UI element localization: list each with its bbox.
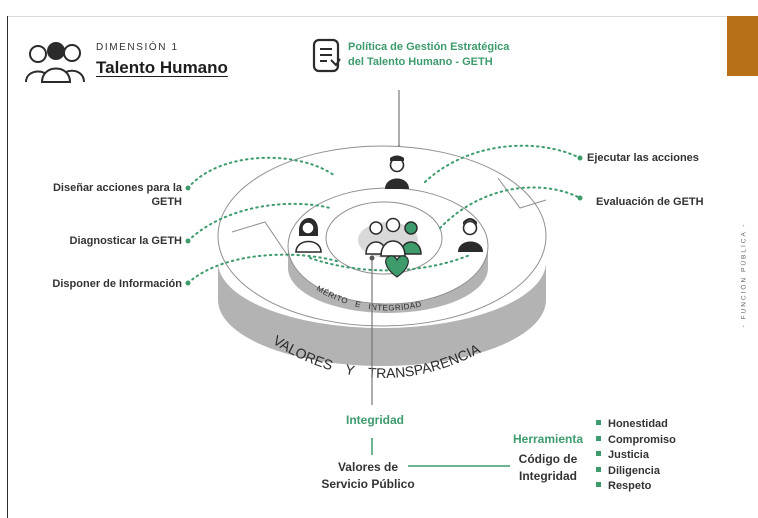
dotted-path-inform (187, 253, 341, 284)
outer-disc-side (218, 262, 546, 366)
integridad-label: Integridad (346, 413, 405, 427)
label-evaluate: Evaluación de GETH (596, 196, 704, 208)
value-item-label: Honestidad (608, 418, 668, 430)
dotted-path-diagnose (187, 202, 331, 242)
person-man-icon (458, 218, 483, 252)
label-execute: Ejecutar las acciones (587, 152, 699, 164)
dimension-title: Talento Humano (96, 58, 228, 77)
label-diagnose: Diagnosticar la GETH (69, 235, 182, 247)
value-item-label: Respeto (608, 480, 652, 492)
person-woman-icon (295, 217, 322, 253)
codigo-label: Código de Integridad (515, 451, 581, 485)
value-item: Compromiso (596, 433, 676, 449)
label-inform: Disponer de Información (52, 278, 182, 290)
dimension-label: DIMENSIÓN 1 (96, 42, 179, 53)
value-item: Honestidad (596, 417, 676, 433)
heart-icon (385, 255, 409, 278)
value-item: Respeto (596, 479, 676, 495)
valores-label: Valores de Servicio Público (318, 459, 418, 493)
person-cap-icon (385, 155, 409, 189)
codigo-line-2: Integridad (518, 469, 577, 483)
policy-line-2: del Talento Humano - GETH (348, 56, 493, 68)
codigo-line-1: Código de (518, 452, 578, 466)
label-design-line-2: GETH (151, 196, 182, 208)
frame-top-border (7, 16, 727, 17)
accent-tab (727, 16, 758, 76)
dotted-path-design (187, 156, 336, 189)
value-item: Diligencia (596, 464, 676, 480)
outer-disc-notch (231, 177, 547, 263)
value-item-label: Justicia (608, 449, 649, 461)
dotted-path-evaluate (439, 186, 581, 229)
dotted-path-execute (424, 144, 581, 183)
document-list-icon (312, 38, 341, 73)
frame-left-border (7, 16, 8, 518)
values-list: Honestidad Compromiso Justicia Diligenci… (596, 417, 676, 495)
policy-title: Política de Gestión Estratégica del Tale… (348, 40, 509, 70)
label-design-actions: Diseñar acciones para la GETH (40, 181, 182, 209)
value-item: Justicia (596, 448, 676, 464)
valores-line-1: Valores de (337, 460, 399, 474)
square-bullet-icon (596, 482, 601, 487)
square-bullet-icon (596, 435, 601, 441)
label-design-line-1: Diseñar acciones para la (52, 182, 182, 194)
value-item-label: Compromiso (608, 433, 676, 446)
herramienta-label: Herramienta (513, 432, 584, 446)
square-bullet-icon (596, 451, 601, 456)
core-group-icon (365, 217, 422, 257)
dotted-inner-ring (309, 254, 471, 272)
square-bullet-icon (596, 420, 601, 425)
value-item-label: Diligencia (608, 464, 660, 477)
valores-line-2: Servicio Público (321, 477, 415, 491)
square-bullet-icon (596, 466, 601, 472)
people-group-icon (25, 42, 85, 83)
policy-line-1: Política de Gestión Estratégica (348, 41, 510, 53)
